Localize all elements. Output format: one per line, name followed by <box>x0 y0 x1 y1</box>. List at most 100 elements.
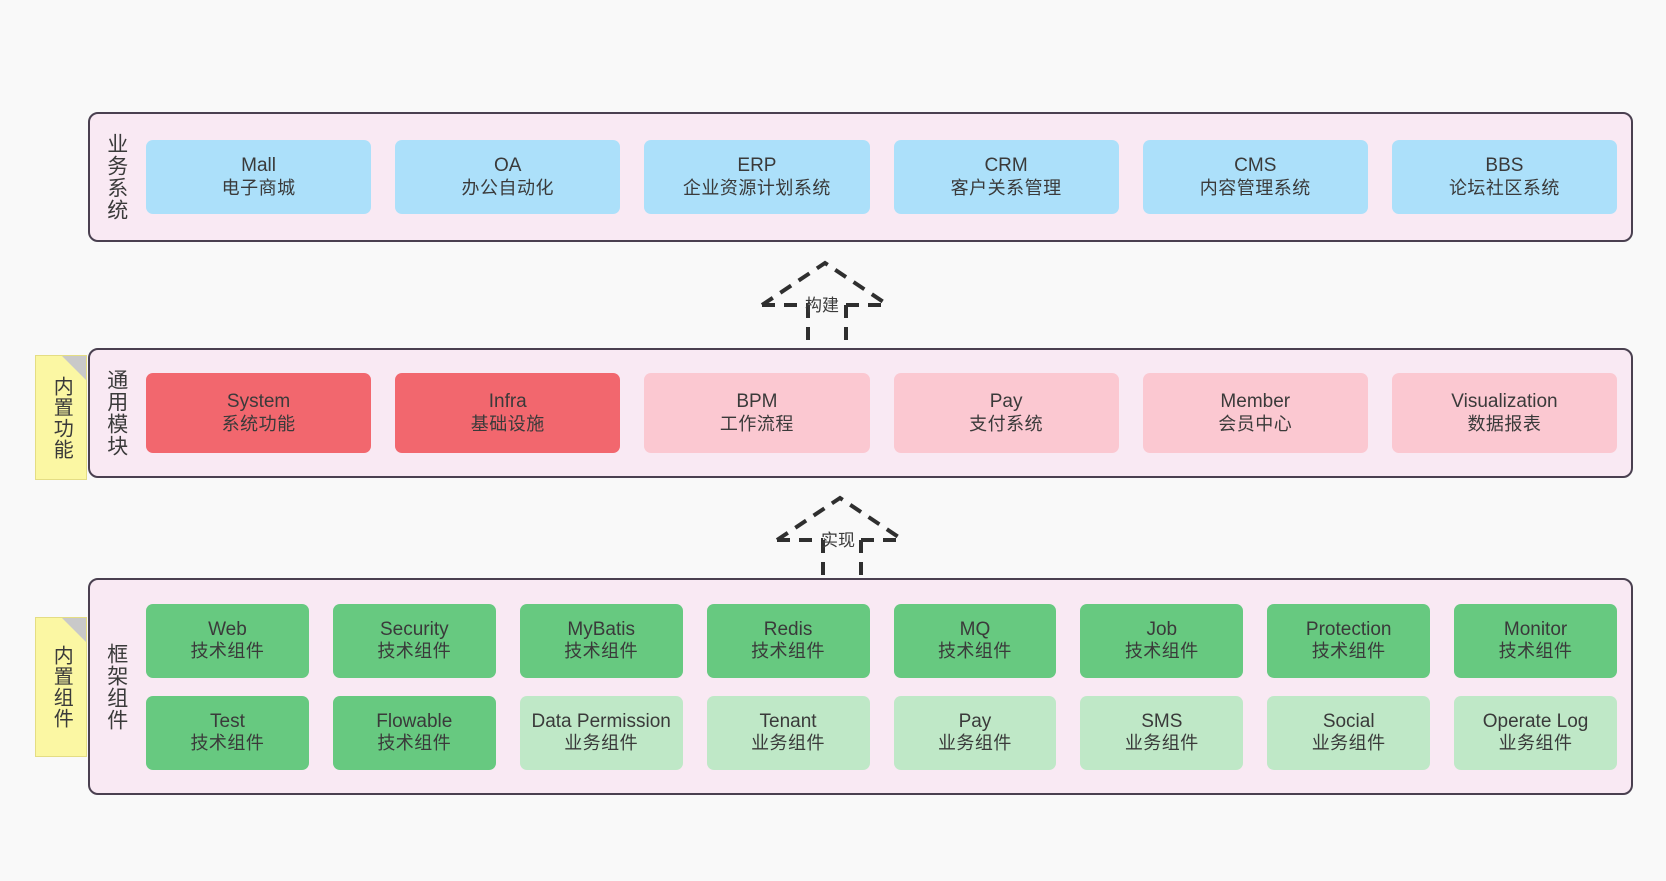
node-title: Tenant <box>759 710 817 732</box>
node-subtitle: 技术组件 <box>564 641 639 662</box>
node-subtitle: 论坛社区系统 <box>1448 177 1560 198</box>
node-mq[interactable]: MQ 技术组件 <box>893 603 1057 678</box>
node-title: Test <box>210 710 245 732</box>
node-cms[interactable]: CMS 内容管理系统 <box>1142 140 1368 214</box>
node-title: CRM <box>984 155 1028 177</box>
node-web[interactable]: Web 技术组件 <box>146 603 309 678</box>
layer-body-business-systems: Mall 电子商城 OA 办公自动化 ERP 企业资源计划系统 CRM 客户关系… <box>142 114 1631 240</box>
node-flowable[interactable]: Flowable 技术组件 <box>332 695 496 770</box>
node-title: Member <box>1220 391 1291 413</box>
node-bpm[interactable]: BPM 工作流程 <box>644 373 870 453</box>
node-title: Infra <box>488 391 527 413</box>
node-title: System <box>226 391 291 413</box>
node-subtitle: 内容管理系统 <box>1199 177 1311 198</box>
node-row: System 系统功能 Infra 基础设施 BPM 工作流程 Pay 支付系统… <box>146 373 1618 453</box>
node-erp[interactable]: ERP 企业资源计划系统 <box>644 140 870 214</box>
node-mybatis[interactable]: MyBatis 技术组件 <box>519 603 683 678</box>
node-title: Monitor <box>1503 618 1568 640</box>
node-social[interactable]: Social 业务组件 <box>1267 695 1431 770</box>
layer-title-framework-components: 框架组件 <box>104 642 128 731</box>
node-title: OA <box>494 155 522 177</box>
node-subtitle: 支付系统 <box>969 413 1044 434</box>
node-subtitle: 技术组件 <box>751 641 826 662</box>
layer-common-modules[interactable]: 通用模块 System 系统功能 Infra 基础设施 BPM 工作流程 Pay… <box>88 348 1633 478</box>
node-bbs[interactable]: BBS 论坛社区系统 <box>1391 140 1618 214</box>
node-crm[interactable]: CRM 客户关系管理 <box>893 140 1119 214</box>
node-title: Web <box>208 618 247 640</box>
node-subtitle: 技术组件 <box>1311 641 1386 662</box>
node-subtitle: 系统功能 <box>221 413 296 434</box>
layer-framework-components[interactable]: 框架组件 Web 技术组件 Security 技术组件 MyBatis 技术组件… <box>88 578 1633 795</box>
node-subtitle: 技术组件 <box>1498 641 1573 662</box>
connector-implement-label: 实现 <box>821 531 855 550</box>
node-subtitle: 基础设施 <box>470 413 545 434</box>
layer-body-framework-components: Web 技术组件 Security 技术组件 MyBatis 技术组件 Redi… <box>142 580 1631 793</box>
note-fold-corner-icon <box>62 618 86 642</box>
node-subtitle: 会员中心 <box>1218 413 1293 434</box>
node-subtitle: 业务组件 <box>751 733 826 754</box>
node-title: Pay <box>958 710 992 732</box>
node-subtitle: 技术组件 <box>1124 641 1199 662</box>
note-builtin-functions[interactable]: 内置功能 <box>35 355 87 480</box>
layer-title-business-systems: 业务系统 <box>104 133 128 221</box>
layer-title-common-modules: 通用模块 <box>104 369 128 457</box>
node-oa[interactable]: OA 办公自动化 <box>395 140 621 214</box>
node-subtitle: 数据报表 <box>1467 413 1542 434</box>
node-pay-component[interactable]: Pay 业务组件 <box>893 695 1057 770</box>
node-monitor[interactable]: Monitor 技术组件 <box>1454 603 1617 678</box>
node-title: Mall <box>241 155 276 177</box>
node-title: Security <box>379 618 449 640</box>
node-title: Flowable <box>376 710 453 732</box>
node-data-permission[interactable]: Data Permission 业务组件 <box>519 695 683 770</box>
node-subtitle: 工作流程 <box>719 413 794 434</box>
node-row: Test 技术组件 Flowable 技术组件 Data Permission … <box>146 695 1617 770</box>
node-title: Redis <box>763 618 813 640</box>
node-subtitle: 业务组件 <box>1124 733 1199 754</box>
node-subtitle: 业务组件 <box>937 733 1012 754</box>
node-infra[interactable]: Infra 基础设施 <box>395 373 621 453</box>
node-title: BBS <box>1485 155 1524 177</box>
node-title: Protection <box>1305 618 1392 640</box>
node-mall[interactable]: Mall 电子商城 <box>146 140 372 214</box>
node-pay-module[interactable]: Pay 支付系统 <box>893 373 1119 453</box>
node-title: ERP <box>737 155 777 177</box>
node-subtitle: 业务组件 <box>1311 733 1386 754</box>
node-title: Pay <box>989 391 1023 413</box>
node-title: Social <box>1322 710 1375 732</box>
node-title: CMS <box>1234 155 1277 177</box>
node-job[interactable]: Job 技术组件 <box>1080 603 1244 678</box>
node-title: MyBatis <box>567 618 635 640</box>
note-label: 内置组件 <box>50 645 73 729</box>
node-row: Web 技术组件 Security 技术组件 MyBatis 技术组件 Redi… <box>146 603 1617 678</box>
node-subtitle: 业务组件 <box>1498 733 1573 754</box>
layer-body-common-modules: System 系统功能 Infra 基础设施 BPM 工作流程 Pay 支付系统… <box>142 350 1631 476</box>
node-title: Operate Log <box>1482 710 1589 732</box>
node-title: MQ <box>959 618 991 640</box>
node-subtitle: 电子商城 <box>221 177 296 198</box>
node-row: Mall 电子商城 OA 办公自动化 ERP 企业资源计划系统 CRM 客户关系… <box>146 140 1618 214</box>
node-subtitle: 技术组件 <box>190 641 265 662</box>
node-test[interactable]: Test 技术组件 <box>146 695 309 770</box>
node-title: Data Permission <box>531 710 671 732</box>
connector-implement-arrow <box>775 495 905 582</box>
node-subtitle: 业务组件 <box>564 733 639 754</box>
node-subtitle: 技术组件 <box>937 641 1012 662</box>
node-member[interactable]: Member 会员中心 <box>1142 373 1368 453</box>
node-system[interactable]: System 系统功能 <box>146 373 372 453</box>
node-subtitle: 技术组件 <box>377 641 452 662</box>
note-fold-corner-icon <box>62 356 86 380</box>
layer-business-systems[interactable]: 业务系统 Mall 电子商城 OA 办公自动化 ERP 企业资源计划系统 CRM… <box>88 112 1633 242</box>
node-protection[interactable]: Protection 技术组件 <box>1267 603 1431 678</box>
node-title: SMS <box>1141 710 1183 732</box>
node-visualization[interactable]: Visualization 数据报表 <box>1391 373 1618 453</box>
node-subtitle: 技术组件 <box>190 733 265 754</box>
note-builtin-components[interactable]: 内置组件 <box>35 617 87 757</box>
node-tenant[interactable]: Tenant 业务组件 <box>706 695 870 770</box>
node-title: BPM <box>736 391 778 413</box>
node-subtitle: 企业资源计划系统 <box>682 177 831 198</box>
node-redis[interactable]: Redis 技术组件 <box>706 603 870 678</box>
node-sms[interactable]: SMS 业务组件 <box>1080 695 1244 770</box>
node-security[interactable]: Security 技术组件 <box>332 603 496 678</box>
node-operate-log[interactable]: Operate Log 业务组件 <box>1454 695 1617 770</box>
